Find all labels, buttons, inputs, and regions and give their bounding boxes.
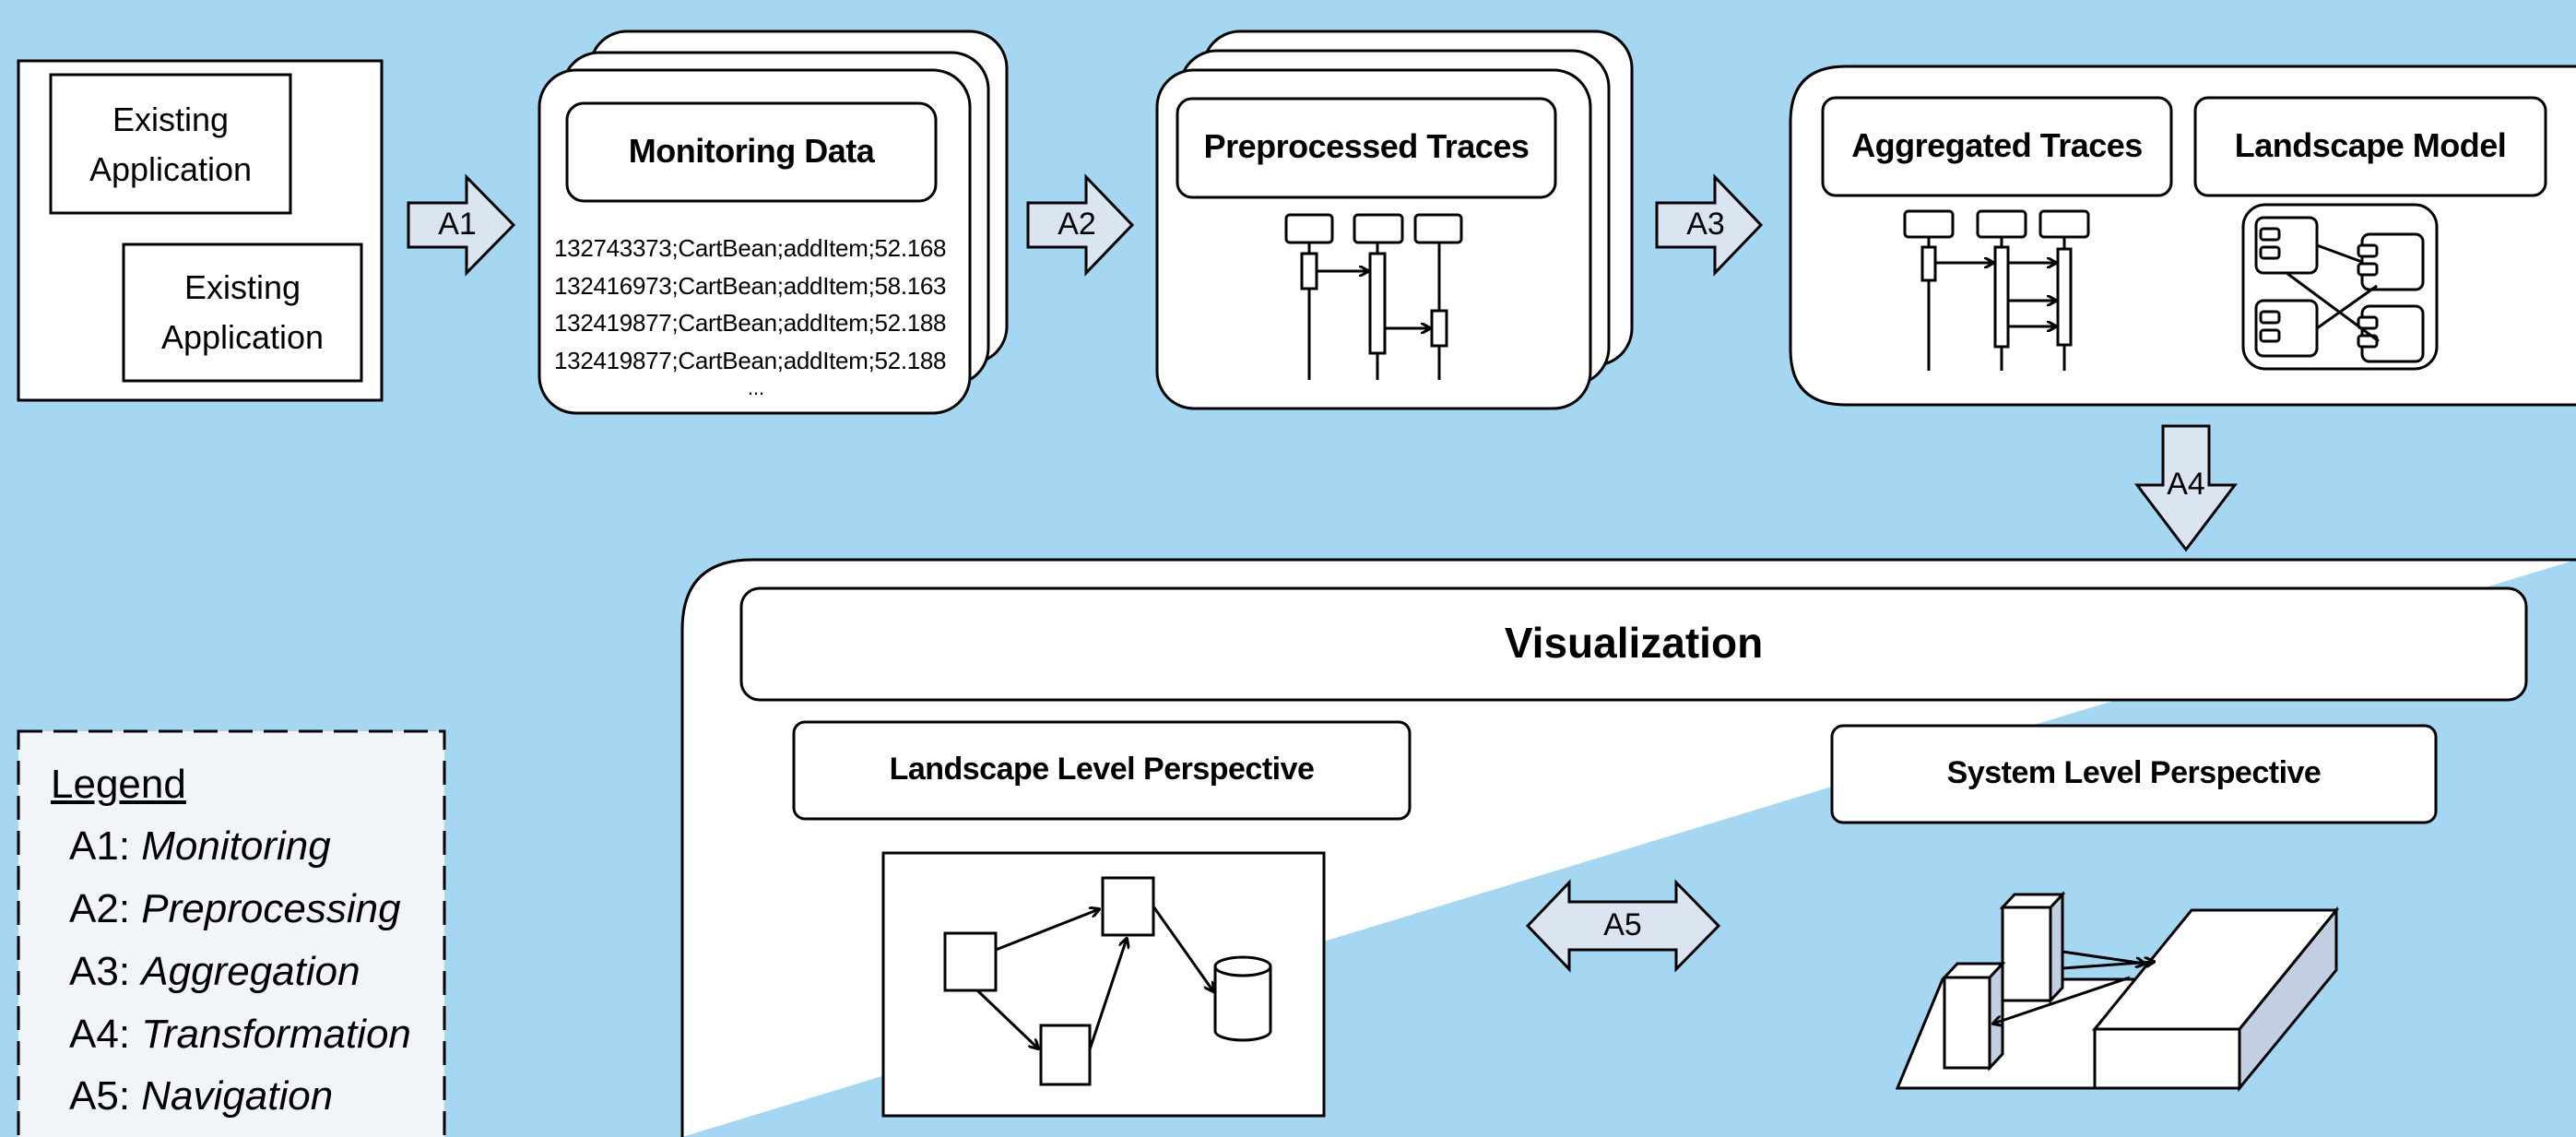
arrow-a2 <box>1026 173 1135 277</box>
sequence-diagram-icon <box>1284 213 1463 380</box>
source-applications-box <box>17 59 384 402</box>
landscape-model-icon <box>2241 203 2439 371</box>
existing-application-top <box>49 73 292 215</box>
landscape-perspective-header <box>792 720 1412 821</box>
arrow-a3 <box>1655 173 1764 277</box>
visualization-header <box>739 586 2528 702</box>
monitoring-data-header <box>565 101 938 203</box>
monitoring-data-stack <box>538 30 1009 415</box>
aggregated-traces-header <box>1821 96 2173 197</box>
landscape-model-header <box>2193 96 2547 197</box>
arrow-a1 <box>407 173 516 277</box>
arrow-a5 <box>1525 879 1721 973</box>
system-perspective-header <box>1830 724 2438 824</box>
system-3d-icon <box>1895 891 2340 1093</box>
existing-application-bottom <box>122 243 363 383</box>
arrow-a4 <box>2133 424 2239 552</box>
preprocessed-traces-header <box>1176 97 1557 199</box>
aggregated-sequence-icon <box>1903 209 2090 371</box>
legend-box <box>17 729 446 1137</box>
landscape-graph-icon <box>881 851 1326 1118</box>
